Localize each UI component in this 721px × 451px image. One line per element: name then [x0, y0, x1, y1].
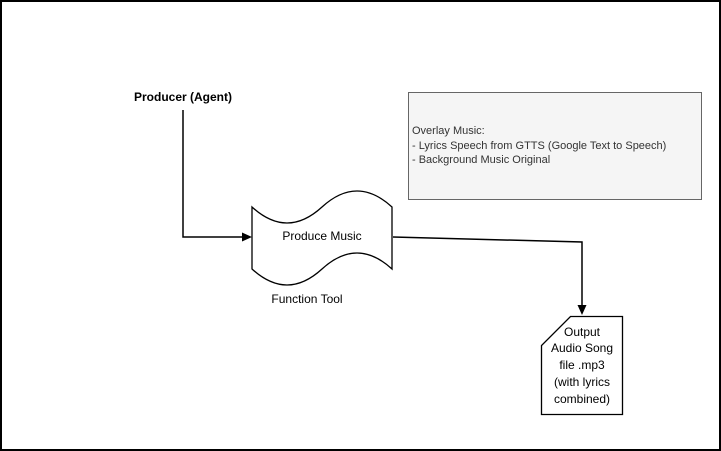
overlay-music-note: Overlay Music: - Lyrics Speech from GTTS…: [408, 92, 702, 200]
output-card-line: combined): [553, 391, 611, 406]
tape-shape-produce-music: [251, 190, 393, 286]
output-card-line: Output: [563, 324, 601, 339]
output-card-line: (with lyrics: [554, 374, 610, 389]
producer-agent-label: Producer (Agent): [133, 90, 232, 104]
connector-tape-to-output: [392, 236, 583, 306]
note-line: - Background Music Original: [412, 154, 551, 167]
tape-node-label: Produce Music: [282, 229, 362, 243]
function-tool-caption: Function Tool: [271, 292, 343, 306]
output-card-label: Output Audio Song file .mp3 (with lyrics…: [541, 316, 623, 415]
output-card-line: Audio Song: [550, 341, 614, 356]
card-shape-output-file: [540, 315, 624, 416]
arrowhead-into-tape-icon: [242, 232, 252, 242]
note-line: Overlay Music:: [412, 125, 485, 138]
output-card-line: file .mp3: [559, 358, 605, 373]
note-line: - Lyrics Speech from GTTS (Google Text t…: [412, 139, 667, 152]
connector-producer-to-tape: [182, 110, 242, 238]
arrowhead-into-output-icon: [577, 305, 587, 315]
